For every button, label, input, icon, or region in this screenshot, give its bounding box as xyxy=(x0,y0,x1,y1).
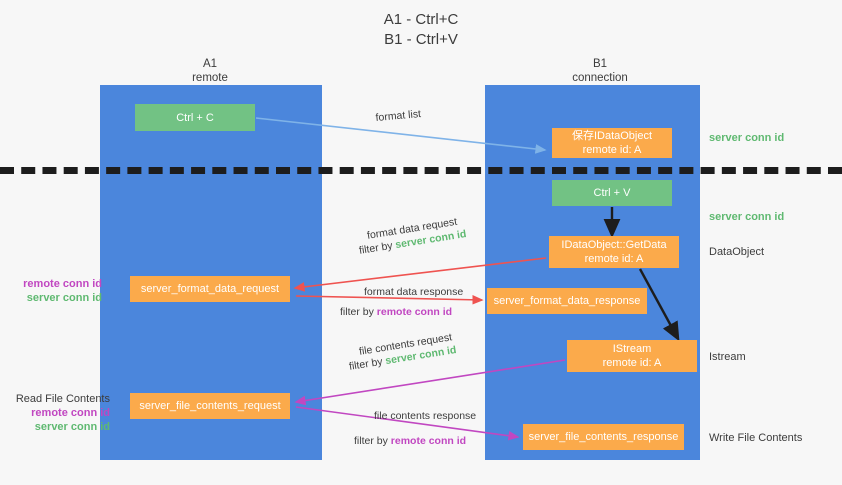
filter-value-remote-conn-id: remote conn id xyxy=(376,306,453,318)
node-istream-label: IStream xyxy=(612,343,652,355)
node-ctrl-v[interactable]: Ctrl + V xyxy=(552,180,672,206)
side-label-server-conn-id-2: server conn id xyxy=(34,421,110,433)
filter-prefix: filter by xyxy=(348,355,387,373)
edge-label-format-data-response-filter: filter by remote conn id xyxy=(340,305,452,319)
node-ctrl-v-label: Ctrl + V xyxy=(593,187,631,199)
node-server-format-data-response[interactable]: server_format_data_response xyxy=(487,288,647,314)
side-label-server-conn-id-top: server conn id xyxy=(709,132,785,144)
page-title: A1 - Ctrl+C B1 - Ctrl+V xyxy=(0,10,842,50)
node-getdata-sub: remote id: A xyxy=(584,253,644,265)
node-save-dataobject-sub: remote id: A xyxy=(582,144,642,156)
node-server-file-contents-response[interactable]: server_file_contents_response xyxy=(523,424,684,450)
node-getdata-label: IDataObject::GetData xyxy=(561,239,667,251)
edge-label-format-list: format list xyxy=(375,108,422,124)
filter-value-remote-conn-id: remote conn id xyxy=(390,435,467,447)
filter-prefix: filter by xyxy=(358,239,397,257)
lane-a1-name: A1 xyxy=(202,58,218,70)
side-label-write-file-contents: Write File Contents xyxy=(709,432,803,444)
side-label-server-conn-id-mid: server conn id xyxy=(709,211,785,223)
side-label-server-conn-id-1: server conn id xyxy=(26,292,102,304)
lane-header-b1: B1 connection xyxy=(520,57,680,85)
side-label-istream: Istream xyxy=(709,351,746,363)
title-line-2: B1 - Ctrl+V xyxy=(384,31,458,48)
node-ctrl-c-label: Ctrl + C xyxy=(176,111,214,124)
edge-label-format-data-response: format data response xyxy=(364,286,464,298)
node-server-format-data-request-label: server_format_data_request xyxy=(140,283,280,295)
edge-label-file-contents-response: file contents response xyxy=(374,410,477,422)
node-server-file-contents-response-label: server_file_contents_response xyxy=(528,431,679,443)
node-istream[interactable]: IStream remote id: A xyxy=(567,340,697,372)
side-label-remote-conn-id-1: remote conn id xyxy=(23,278,102,290)
lane-header-a1: A1 remote xyxy=(130,57,290,85)
node-save-dataobject[interactable]: 保存IDataObject remote id: A xyxy=(552,128,672,158)
side-label-dataobject: DataObject xyxy=(709,246,765,258)
filter-prefix: filter by xyxy=(340,306,377,318)
side-label-conn-ids-upper: remote conn id server conn id xyxy=(6,277,102,305)
node-istream-sub: remote id: A xyxy=(602,357,662,369)
title-line-1: A1 - Ctrl+C xyxy=(383,11,459,28)
node-server-format-data-request[interactable]: server_format_data_request xyxy=(130,276,290,302)
node-ctrl-c[interactable]: Ctrl + C xyxy=(135,104,255,131)
side-label-remote-conn-id-2: remote conn id xyxy=(31,407,110,419)
filter-prefix: filter by xyxy=(354,435,391,447)
side-label-conn-ids-lower: Read File Contents remote conn id server… xyxy=(6,392,110,434)
node-server-format-data-response-label: server_format_data_response xyxy=(493,295,641,307)
lane-a1-role: remote xyxy=(192,72,228,84)
lane-b1-role: connection xyxy=(572,72,628,84)
node-getdata[interactable]: IDataObject::GetData remote id: A xyxy=(549,236,679,268)
phase-divider xyxy=(0,167,842,174)
edge-label-file-contents-response-filter: filter by remote conn id xyxy=(354,434,466,448)
side-label-read-file-contents: Read File Contents xyxy=(15,393,110,405)
node-server-file-contents-request[interactable]: server_file_contents_request xyxy=(130,393,290,419)
node-save-dataobject-label: 保存IDataObject xyxy=(571,130,653,142)
lane-b1-name: B1 xyxy=(592,58,608,70)
node-server-file-contents-request-label: server_file_contents_request xyxy=(139,400,281,412)
